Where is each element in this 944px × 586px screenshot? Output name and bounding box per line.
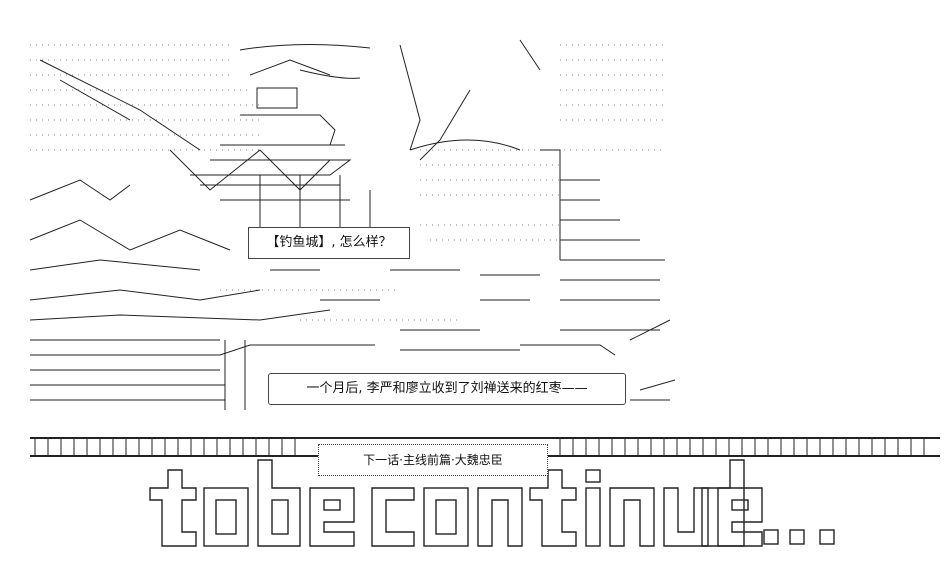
next-episode-caption-text: 下一话·主线前篇·大魏忠臣	[363, 453, 503, 467]
narration-bubble-red-dates-text: 一个月后, 李严和廖立收到了刘禅送来的红枣——	[306, 381, 588, 396]
speech-bubble-fishing-city-text: 【钓鱼城】, 怎么样？	[266, 235, 392, 250]
speech-bubble-fishing-city: 【钓鱼城】, 怎么样？	[248, 227, 410, 259]
to-be-continued-banner	[149, 459, 835, 547]
sky-dots	[30, 44, 665, 321]
next-episode-caption: 下一话·主线前篇·大魏忠臣	[318, 444, 548, 476]
narration-bubble-red-dates: 一个月后, 李严和廖立收到了刘禅送来的红枣——	[268, 373, 626, 405]
rail-ticks	[34, 438, 925, 456]
